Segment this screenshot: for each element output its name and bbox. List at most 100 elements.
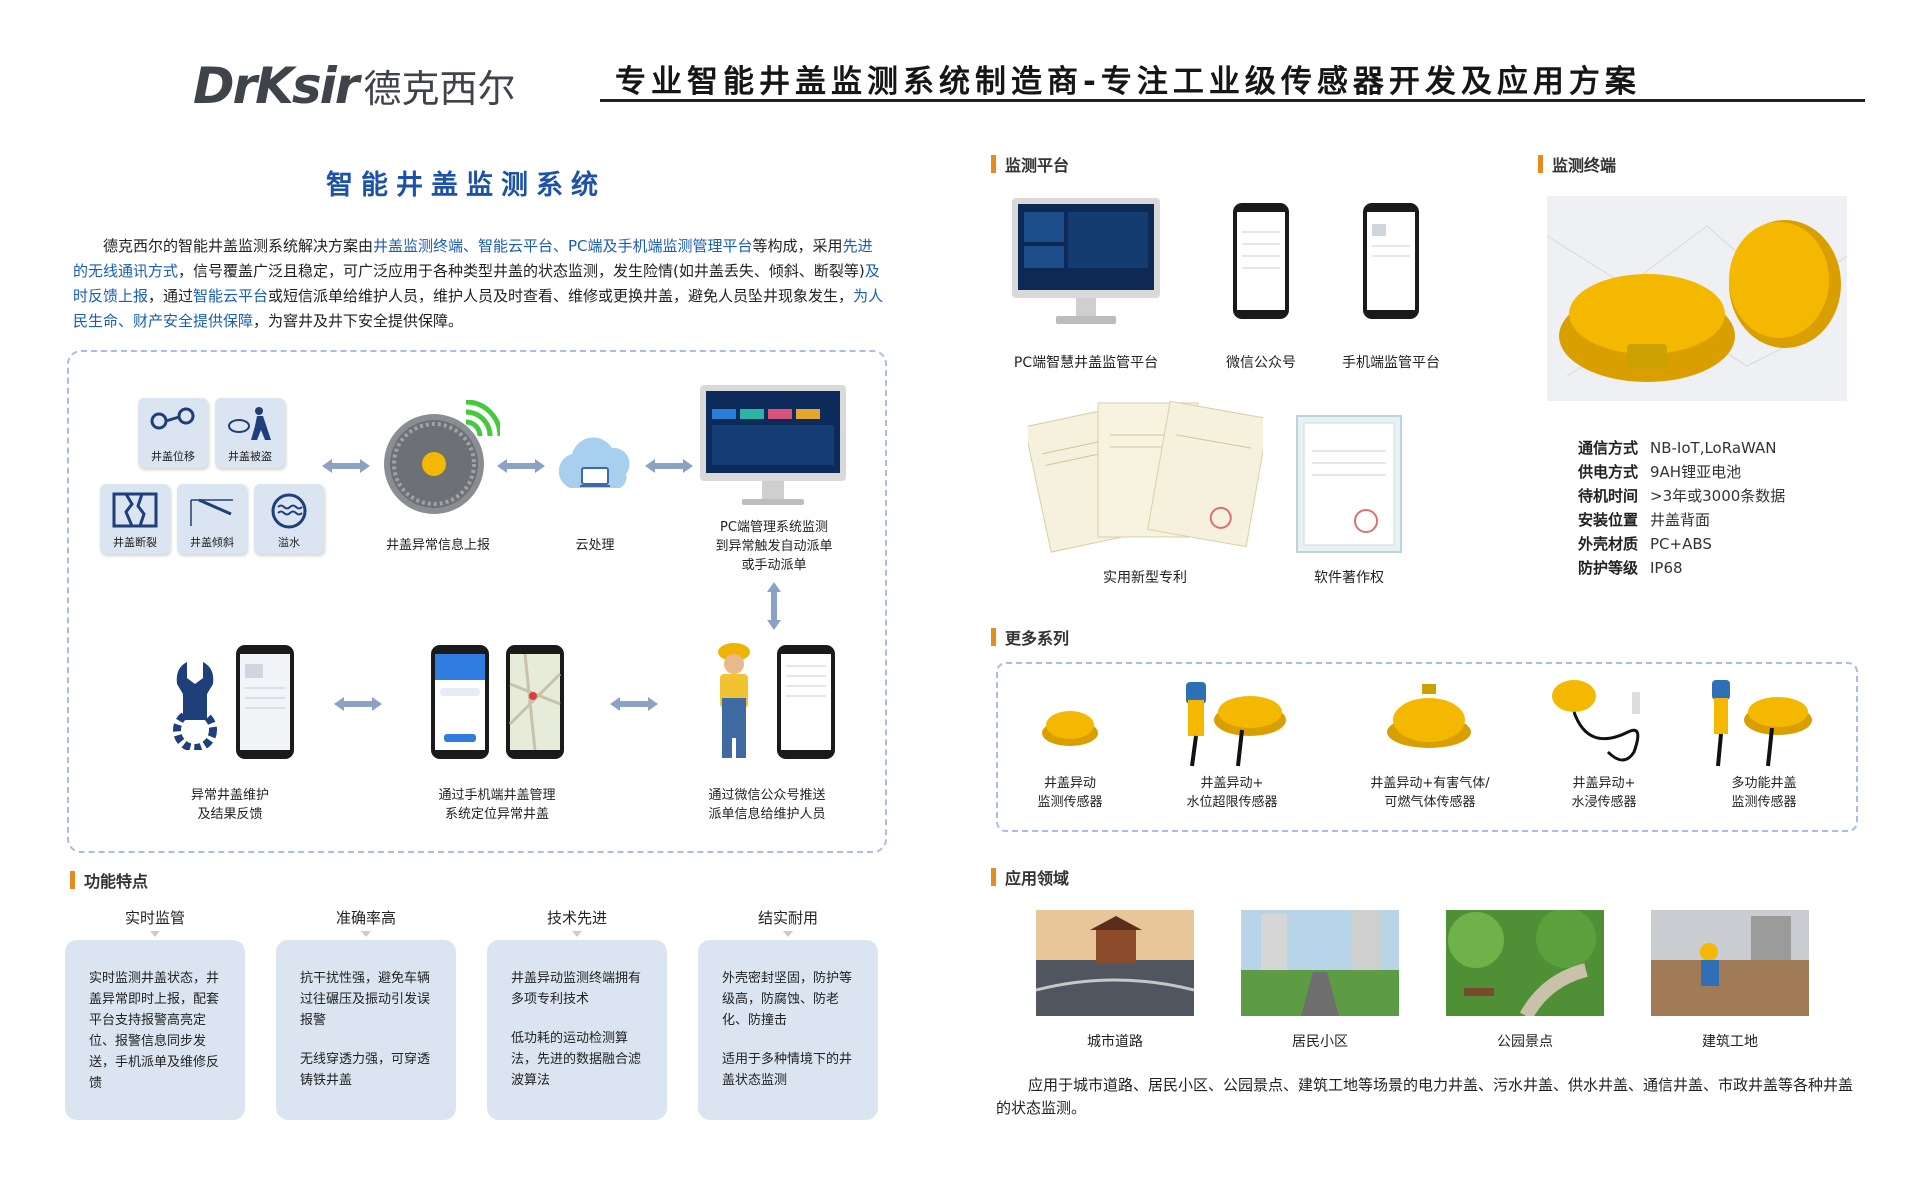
terminal-heading-text: 监测终端 xyxy=(1552,156,1617,175)
spec-row: 待机时间>3年或3000条数据 xyxy=(1578,484,1785,508)
series-label: 井盖异动+ 水位超限传感器 xyxy=(1186,776,1278,810)
feature-text: 低功耗的运动检测算法，先进的数据融合滤波算法 xyxy=(511,1031,642,1088)
system-title: 智能井盖监测系统 xyxy=(326,170,606,201)
spec-value: PC+ABS xyxy=(1650,535,1712,553)
phone-icon xyxy=(236,645,294,759)
mobile-platform-image xyxy=(1363,203,1419,319)
intro-text: ，为窨井及井下安全提供保障。 xyxy=(253,312,464,330)
feature-text: 适用于多种情境下的井盖状态监测 xyxy=(722,1052,853,1088)
series-heading: 更多系列 xyxy=(991,625,1069,649)
platform-label: 微信公众号 xyxy=(1226,355,1296,371)
patent-certificates-image xyxy=(1028,400,1263,553)
spec-key: 外壳材质 xyxy=(1578,535,1639,553)
series-label: 井盖异动+ 水浸传感器 xyxy=(1571,776,1637,810)
features-heading: 功能特点 xyxy=(70,868,148,892)
cloud-icon xyxy=(558,437,630,488)
platform-heading-text: 监测平台 xyxy=(1005,156,1070,175)
software-copyright-image xyxy=(1296,415,1402,553)
tile-label: 井盖倾斜 xyxy=(190,536,234,549)
platform-label: PC端智慧井盖监管平台 xyxy=(1013,355,1159,371)
tile-label: 井盖被盗 xyxy=(228,450,272,463)
maintenance-wrench-icon xyxy=(173,662,217,750)
intro-highlight: 及时反馈上报 xyxy=(73,262,880,305)
tile-displacement: 井盖位移 xyxy=(138,398,208,468)
tile-label: 井盖断裂 xyxy=(113,536,157,549)
intro-highlight: 先进的无线通讯方式 xyxy=(73,237,873,280)
water-icon xyxy=(271,493,307,529)
tile-tilt: 井盖倾斜 xyxy=(177,484,247,554)
spec-value: >3年或3000条数据 xyxy=(1650,487,1786,505)
intro-highlight: 智能云平台 xyxy=(193,287,269,305)
phone-map-icon xyxy=(506,645,564,759)
double-arrow-icon xyxy=(322,459,370,473)
brand-logo: DrKsir 德克西尔 xyxy=(193,55,515,111)
spec-row: 通信方式 NB-IoT,LoRaWAN xyxy=(1578,436,1785,460)
terminal-product-photo xyxy=(1547,196,1847,401)
tilt-icon xyxy=(190,498,233,526)
workflow-diagram xyxy=(67,350,887,853)
feature-card-accuracy: 抗干扰性强，避免车辆过往碾压及振动引发误报警 无线穿透力强，可穿透铸铁井盖 xyxy=(276,940,456,1120)
theft-icon xyxy=(228,407,271,440)
spec-row: 外壳材质 PC+ABS xyxy=(1578,532,1785,556)
spec-key: 通信方式 xyxy=(1578,439,1639,457)
tile-overflow: 溢水 xyxy=(254,484,324,554)
series-label: 井盖异动 监测传感器 xyxy=(1037,776,1103,810)
heading-bar xyxy=(991,868,996,886)
spec-value: NB-IoT,LoRaWAN xyxy=(1650,439,1777,457)
pc-label: PC端管理系统监测 到异常触发自动派单 或手动派单 xyxy=(715,520,833,573)
pc-dashboard-icon xyxy=(700,385,846,505)
application-heading: 应用领域 xyxy=(991,865,1069,889)
city-road-photo xyxy=(1036,910,1194,1016)
header-divider xyxy=(600,99,1865,102)
sensor-product-image xyxy=(1042,711,1098,746)
spec-value: 井盖背面 xyxy=(1650,511,1711,529)
pc-platform-image xyxy=(1012,198,1160,324)
platform-label: 手机端监管平台 xyxy=(1342,355,1440,371)
spec-key: 防护等级 xyxy=(1578,559,1639,577)
double-arrow-icon xyxy=(645,459,693,473)
intro-text: 等构成，采用 xyxy=(752,237,843,255)
report-label: 井盖异常信息上报 xyxy=(385,538,490,553)
tile-theft: 井盖被盗 xyxy=(215,398,285,468)
logo-latin: DrKsir xyxy=(193,57,359,115)
phone-icon xyxy=(431,645,489,759)
series-panel xyxy=(996,662,1858,832)
double-arrow-icon xyxy=(334,697,382,711)
feature-text: 井盖异动监测终端拥有多项专利技术 xyxy=(511,971,642,1007)
heading-bar xyxy=(991,628,996,646)
heading-bar xyxy=(991,155,996,173)
phone-wechat-icon xyxy=(777,645,835,759)
double-arrow-icon xyxy=(497,459,545,473)
terminal-heading: 监测终端 xyxy=(1538,152,1616,176)
series-heading-text: 更多系列 xyxy=(1005,629,1070,648)
sensor-product-image xyxy=(1552,680,1640,762)
cloud-label: 云处理 xyxy=(575,538,615,553)
intro-highlight: 井盖监测终端、智能云平台、PC端及手机端监测管理平台 xyxy=(373,237,753,255)
intro-text: ，通过 xyxy=(148,287,194,305)
app-label: 城市道路 xyxy=(1087,1034,1143,1050)
sensor-product-image xyxy=(1387,684,1471,748)
feature-title: 技术先进 xyxy=(487,907,667,937)
wechat-phone-image xyxy=(1233,203,1289,319)
worker-icon xyxy=(718,643,750,758)
displacement-icon xyxy=(150,407,195,430)
app-label: 公园景点 xyxy=(1497,1034,1553,1050)
platform-heading: 监测平台 xyxy=(991,152,1069,176)
spec-value: IP68 xyxy=(1650,559,1683,577)
feature-card-realtime: 实时监测井盖状态，井盖异常即时上报，配套平台支持报警高亮定位、报警信息同步发送，… xyxy=(65,940,245,1120)
intro-highlight: 为人民生命、财产安全提供保障 xyxy=(73,287,884,330)
park-photo xyxy=(1446,910,1604,1016)
application-description: 应用于城市道路、居民小区、公园景点、建筑工地等场景的电力井盖、污水井盖、供水井盖… xyxy=(996,1076,1854,1117)
features-heading-text: 功能特点 xyxy=(84,872,149,891)
intro-text: 德克西尔的智能井盖监测系统解决方案由 xyxy=(103,237,374,255)
feature-text: 无线穿透力强，可穿透铸铁井盖 xyxy=(300,1052,431,1088)
app-label: 居民小区 xyxy=(1292,1034,1348,1050)
spec-row: 防护等级 IP68 xyxy=(1578,556,1785,580)
feature-text: 外壳密封坚固，防护等级高，防腐蚀、防老化、防撞击 xyxy=(722,971,853,1028)
tile-label: 井盖位移 xyxy=(151,450,195,463)
mobile-label: 通过手机端井盖管理 系统定位异常井盖 xyxy=(438,788,556,822)
maintenance-label: 异常井盖维护 及结果反馈 xyxy=(190,788,269,822)
sensor-product-image xyxy=(1712,680,1812,767)
